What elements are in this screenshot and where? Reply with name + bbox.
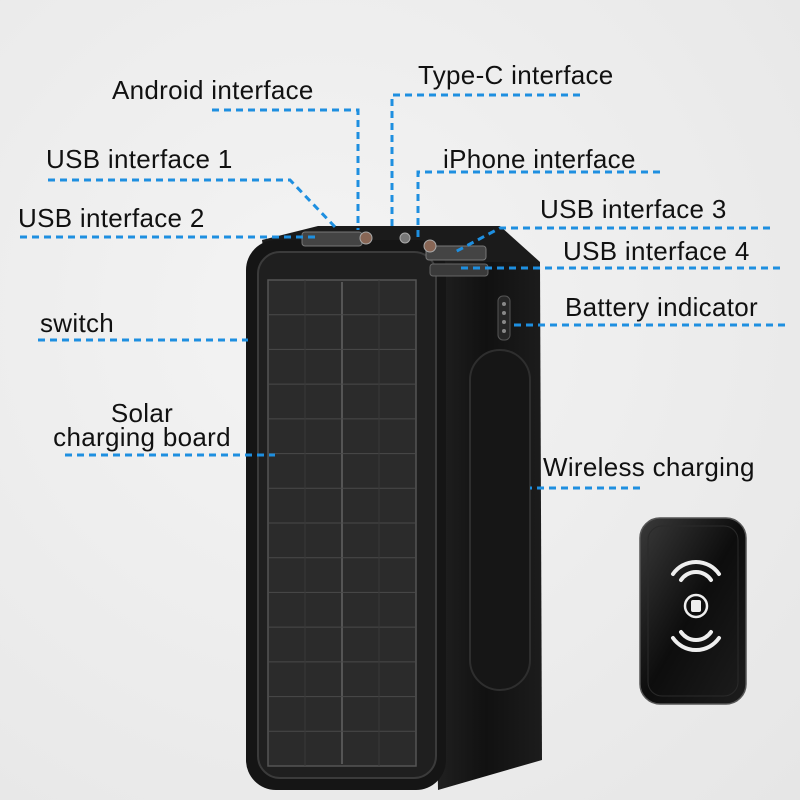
solar-panel <box>267 279 417 767</box>
leader-iphone <box>416 170 660 240</box>
leader-usb3 <box>454 226 770 254</box>
label-usb-interface-1: USB interface 1 <box>46 144 233 174</box>
wireless-charging-area <box>469 349 531 691</box>
label-usb-interface-3: USB interface 3 <box>540 194 727 224</box>
label-battery-indicator: Battery indicator <box>565 292 758 322</box>
label-switch: switch <box>40 308 115 338</box>
label-solar-charging-board: Solar charging board <box>38 398 246 452</box>
label-solar-line-2: charging board <box>53 422 231 452</box>
leader-android <box>212 108 360 230</box>
leader-type-c <box>390 93 580 230</box>
label-iphone-interface: iPhone interface <box>443 144 636 174</box>
label-android-interface: Android interface <box>112 75 314 105</box>
label-usb-interface-2: USB interface 2 <box>18 203 205 233</box>
label-wireless-charging: Wireless charging <box>543 452 755 482</box>
label-usb-interface-4: USB interface 4 <box>563 236 750 266</box>
battery-indicator-leds <box>497 295 511 341</box>
wireless-charger-pad <box>639 517 747 705</box>
leader-usb1 <box>48 178 338 230</box>
leader-lines <box>20 93 785 490</box>
label-type-c-interface: Type-C interface <box>418 60 614 90</box>
label-solar-line-1: Solar <box>110 398 174 428</box>
